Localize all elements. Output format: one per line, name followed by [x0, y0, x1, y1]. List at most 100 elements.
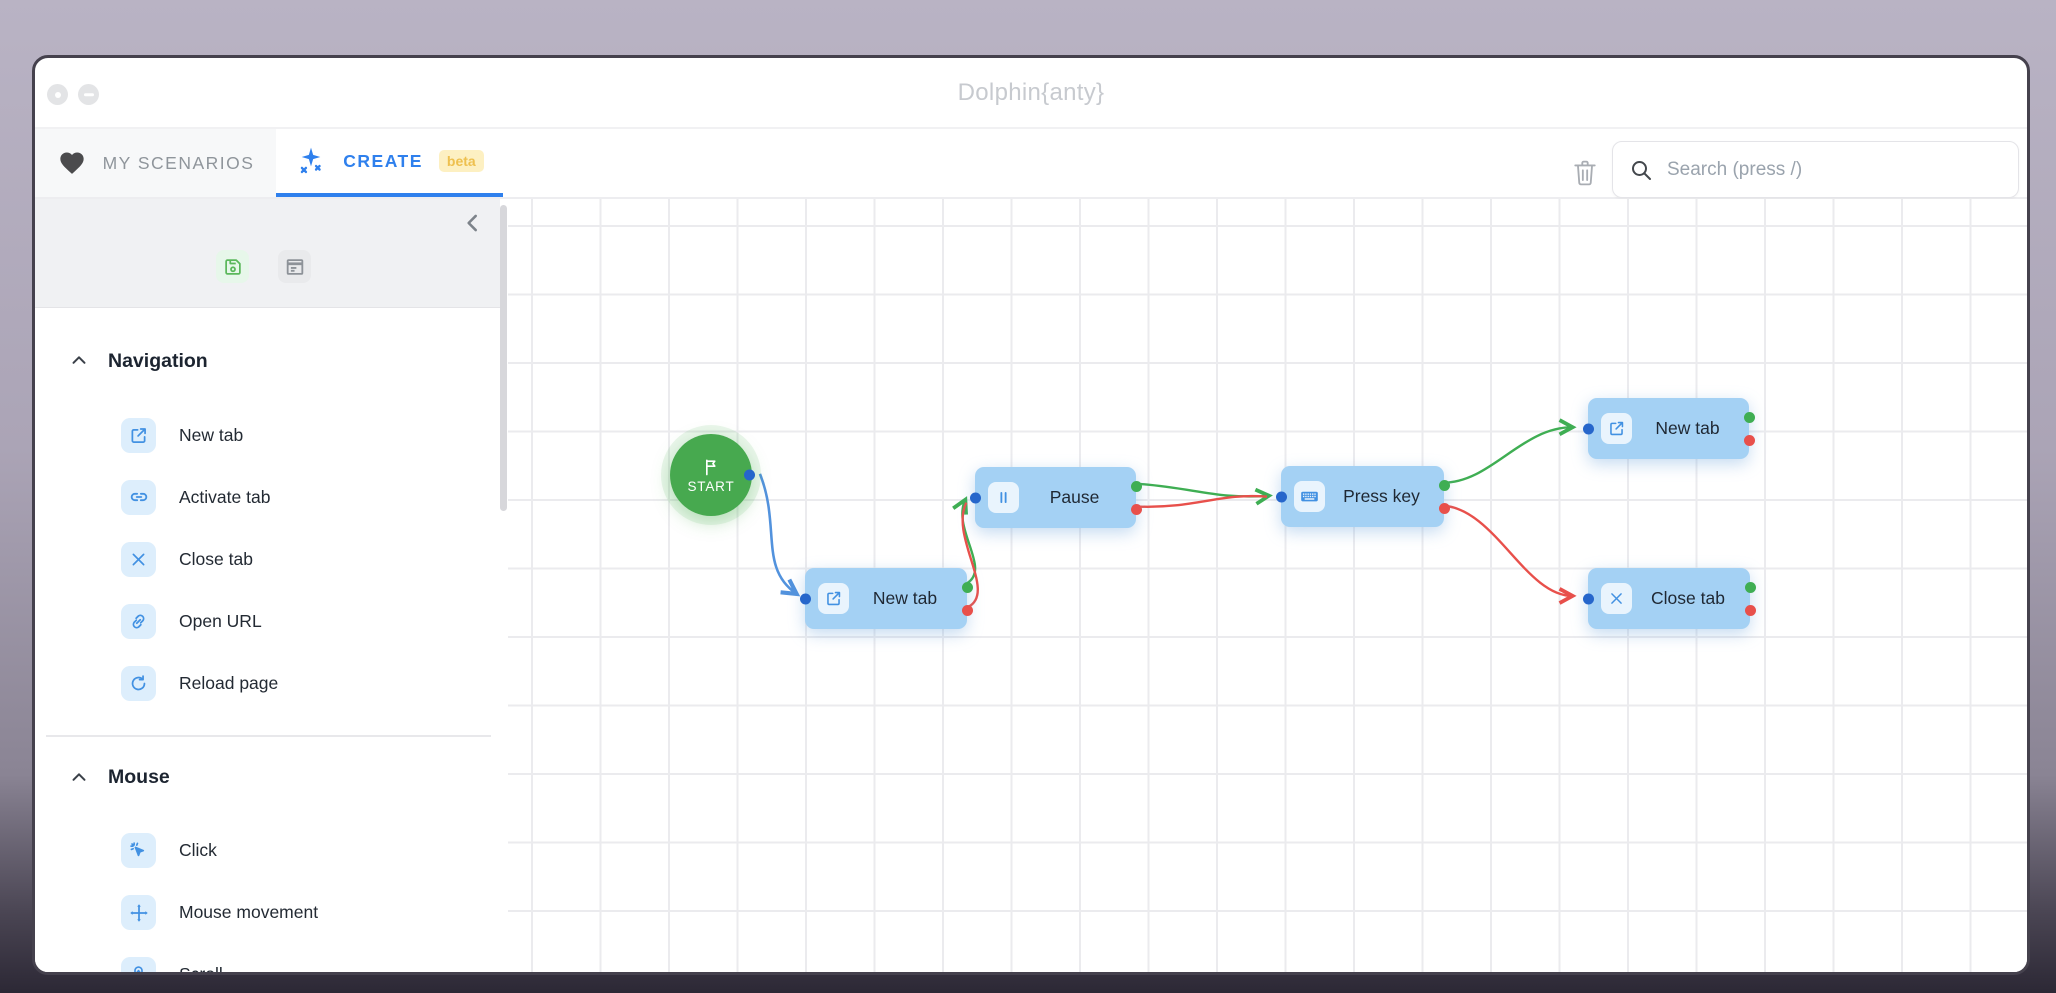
input-port[interactable] — [799, 593, 811, 604]
collapse-navigation-button[interactable] — [68, 350, 90, 372]
section-navigation: Navigation — [35, 346, 508, 376]
trash-button[interactable] — [1572, 158, 1598, 188]
node-new-tab-1[interactable]: New tab — [799, 568, 973, 629]
success-port[interactable] — [1438, 479, 1450, 491]
app-title: Dolphin{anty} — [957, 78, 1105, 106]
sidebar-scrollbar[interactable] — [500, 205, 507, 511]
close-tab-icon — [121, 541, 156, 577]
form-icon — [286, 258, 303, 275]
new-tab-icon — [1601, 413, 1632, 444]
navigation-items: New tab Activate tab Close tab — [35, 404, 508, 714]
start-label: START — [687, 478, 735, 494]
input-port[interactable] — [1582, 593, 1594, 604]
keyboard-icon — [1294, 481, 1325, 512]
sparkles-icon — [295, 145, 327, 177]
minimize-icon — [83, 92, 94, 97]
app-window: Dolphin{anty} MY SCENARIOS CREATE beta — [32, 55, 2030, 975]
sidebar-item-label: Click — [179, 840, 217, 860]
tab-create-label: CREATE — [343, 150, 423, 171]
sidebar-header — [35, 199, 500, 308]
sidebar-item-click[interactable]: Click — [35, 820, 508, 882]
main-area: Navigation New tab Activate tab — [35, 199, 2027, 972]
sidebar-item-mouse-movement[interactable]: Mouse movement — [35, 882, 508, 944]
scroll-icon — [121, 957, 156, 972]
input-port[interactable] — [969, 492, 981, 503]
script-view-button[interactable] — [278, 250, 311, 283]
sidebar-item-label: Reload page — [179, 672, 279, 693]
node-label: New tab — [872, 588, 938, 608]
node-label: New tab — [1655, 418, 1720, 438]
window-back-button[interactable] — [47, 84, 68, 105]
mouse-items: Click Mouse movement Scroll — [35, 820, 508, 972]
tab-my-scenarios[interactable]: MY SCENARIOS — [35, 129, 276, 197]
sidebar-item-scroll[interactable]: Scroll — [35, 944, 508, 972]
input-port[interactable] — [1582, 423, 1594, 434]
sidebar-item-new-tab[interactable]: New tab — [35, 404, 508, 466]
sidebar-item-close-tab[interactable]: Close tab — [35, 528, 508, 590]
new-tab-icon — [818, 583, 849, 614]
chevron-up-icon — [72, 772, 86, 781]
sidebar-item-label: Activate tab — [179, 486, 271, 507]
edge-pause-presskey-success — [1137, 482, 1273, 506]
edge-presskey-newtab2-success — [1442, 418, 1577, 484]
trash-icon — [1574, 160, 1596, 186]
beta-badge: beta — [438, 150, 484, 172]
success-port[interactable] — [1744, 581, 1756, 593]
search-box — [1612, 141, 2019, 198]
dot-icon — [54, 91, 61, 98]
window-minimize-button[interactable] — [78, 84, 99, 105]
edges-layer — [758, 418, 1577, 608]
actions-sidebar: Navigation New tab Activate tab — [35, 199, 508, 972]
mouse-movement-icon — [121, 895, 156, 930]
section-title: Mouse — [108, 766, 170, 788]
error-port[interactable] — [1438, 502, 1450, 514]
section-title: Navigation — [108, 349, 208, 372]
close-tab-icon — [1601, 583, 1632, 614]
open-url-icon — [121, 603, 156, 639]
error-port[interactable] — [961, 604, 973, 616]
search-input[interactable] — [1665, 157, 2002, 182]
input-port[interactable] — [1275, 491, 1287, 502]
search-icon — [1629, 158, 1653, 182]
success-port[interactable] — [1130, 480, 1142, 492]
click-icon — [121, 833, 156, 868]
node-label: Press key — [1343, 486, 1420, 506]
pause-icon — [988, 482, 1019, 513]
start-node[interactable]: START — [670, 434, 755, 516]
error-port[interactable] — [1130, 503, 1142, 515]
error-port[interactable] — [1743, 434, 1755, 446]
node-press-key[interactable]: Press key — [1275, 466, 1450, 527]
node-close-tab[interactable]: Close tab — [1582, 568, 1756, 629]
success-port[interactable] — [1743, 411, 1755, 423]
edge-presskey-closetab-error — [1442, 504, 1577, 605]
title-bar: Dolphin{anty} — [35, 58, 2027, 129]
success-port[interactable] — [961, 581, 973, 593]
reload-page-icon — [121, 665, 156, 701]
node-new-tab-2[interactable]: New tab — [1582, 398, 1755, 459]
sidebar-item-label: New tab — [179, 424, 244, 445]
flow-canvas[interactable]: START New tab Pause — [508, 199, 2027, 972]
collapse-sidebar-button[interactable] — [460, 209, 488, 237]
edge-pause-presskey-error — [1137, 494, 1268, 508]
activate-tab-icon — [121, 479, 156, 515]
sidebar-item-label: Open URL — [179, 610, 262, 631]
sidebar-item-open-url[interactable]: Open URL — [35, 590, 508, 652]
sidebar-item-label: Close tab — [179, 548, 253, 569]
node-label: Close tab — [1651, 588, 1725, 608]
tab-my-scenarios-label: MY SCENARIOS — [102, 152, 255, 173]
sidebar-item-reload-page[interactable]: Reload page — [35, 652, 508, 714]
section-divider — [46, 735, 491, 737]
new-tab-icon — [121, 417, 156, 453]
error-port[interactable] — [1744, 604, 1756, 616]
chevron-left-icon — [467, 214, 478, 232]
flag-icon — [701, 457, 721, 477]
node-pause[interactable]: Pause — [969, 467, 1142, 528]
sidebar-item-label: Scroll — [179, 964, 223, 972]
sidebar-item-activate-tab[interactable]: Activate tab — [35, 466, 508, 528]
start-output-port[interactable] — [744, 469, 755, 481]
tab-create[interactable]: CREATE beta — [276, 129, 503, 197]
section-mouse: Mouse — [35, 763, 508, 793]
save-scenario-button[interactable] — [216, 250, 249, 283]
collapse-mouse-button[interactable] — [68, 767, 90, 789]
save-icon — [224, 258, 241, 275]
